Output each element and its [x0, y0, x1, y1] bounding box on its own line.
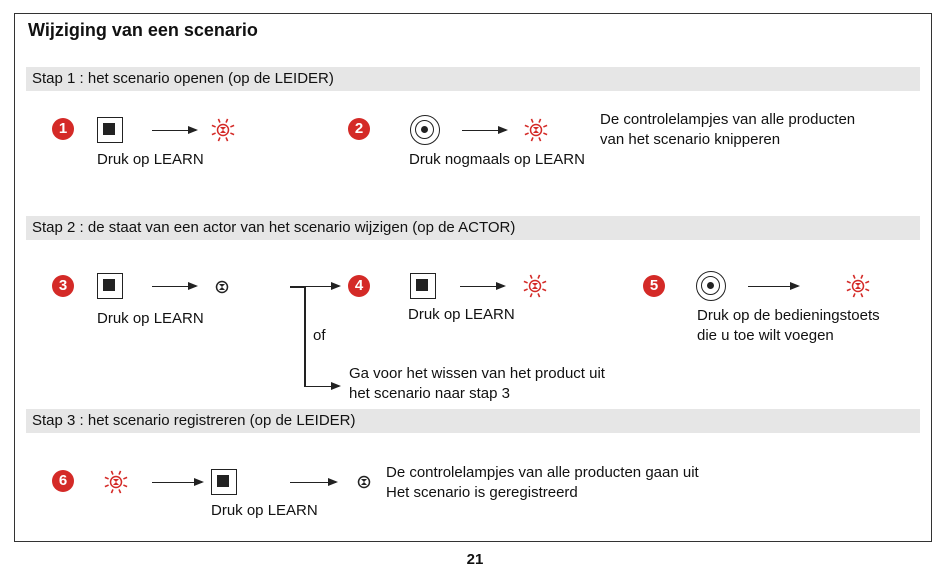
- page-title: Wijziging van een scenario: [28, 20, 258, 40]
- step-3-header-text: Stap 3 : het scenario registreren (op de…: [32, 412, 356, 429]
- square-learn-button-icon: [410, 273, 436, 299]
- branch-line: [290, 286, 306, 288]
- caption-step-5-line-1: Druk op de bedieningstoets: [697, 307, 880, 324]
- or-label: of: [313, 327, 326, 344]
- step-1-header-text: Stap 1 : het scenario openen (op de LEID…: [32, 70, 334, 87]
- step-number-5: 5: [643, 275, 665, 297]
- blinking-lamp-icon: [524, 118, 548, 142]
- caption-step-5-line-2: die u toe wilt voegen: [697, 327, 834, 344]
- square-learn-button-icon: [97, 117, 123, 143]
- note-step-6-line-1: De controlelampjes van alle producten ga…: [386, 464, 699, 481]
- note-step-2-line-2: van het scenario knipperen: [600, 131, 781, 148]
- alt-step-4-line-1: Ga voor het wissen van het product uit: [349, 365, 605, 382]
- step-number-4: 4: [348, 275, 370, 297]
- caption-step-1: Druk op LEARN: [97, 151, 204, 168]
- arrow-icon: [460, 282, 506, 290]
- arrow-icon: [290, 478, 338, 486]
- blinking-lamp-icon: [104, 470, 128, 494]
- arrow-icon: [748, 282, 800, 290]
- step-2-header-text: Stap 2 : de staat van een actor van het …: [32, 219, 516, 236]
- step-number-1: 1: [52, 118, 74, 140]
- arrow-icon: [462, 126, 508, 134]
- arrow-icon: [152, 126, 198, 134]
- step-number-3: 3: [52, 275, 74, 297]
- round-learn-button-icon: [410, 115, 440, 145]
- step-2-header: Stap 2 : de staat van een actor van het …: [26, 216, 920, 240]
- lamp-off-icon: [357, 475, 371, 489]
- square-learn-button-icon: [211, 469, 237, 495]
- caption-step-2: Druk nogmaals op LEARN: [409, 151, 585, 168]
- content-frame: [14, 13, 932, 542]
- blinking-lamp-icon: [523, 274, 547, 298]
- arrow-icon: [305, 282, 341, 290]
- note-step-6-line-2: Het scenario is geregistreerd: [386, 484, 578, 501]
- arrow-icon: [305, 382, 341, 390]
- step-3-header: Stap 3 : het scenario registreren (op de…: [26, 409, 920, 433]
- alt-step-4-line-2: het scenario naar stap 3: [349, 385, 510, 402]
- arrow-icon: [152, 478, 204, 486]
- round-learn-button-icon: [696, 271, 726, 301]
- arrow-icon: [152, 282, 198, 290]
- caption-step-4: Druk op LEARN: [408, 306, 515, 323]
- blinking-lamp-icon: [211, 118, 235, 142]
- step-1-header: Stap 1 : het scenario openen (op de LEID…: [26, 67, 920, 91]
- step-number-6: 6: [52, 470, 74, 492]
- branch-line: [304, 286, 306, 387]
- caption-step-3: Druk op LEARN: [97, 310, 204, 327]
- square-learn-button-icon: [97, 273, 123, 299]
- blinking-lamp-icon: [846, 274, 870, 298]
- lamp-off-icon: [215, 280, 229, 294]
- caption-step-6: Druk op LEARN: [211, 502, 318, 519]
- step-number-2: 2: [348, 118, 370, 140]
- note-step-2-line-1: De controlelampjes van alle producten: [600, 111, 856, 128]
- page-number: 21: [466, 551, 484, 568]
